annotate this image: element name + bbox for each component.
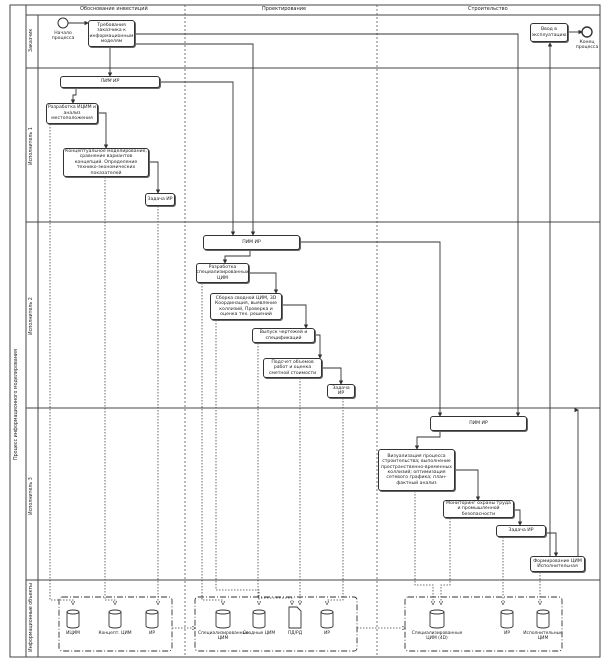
task-assembly-coordination[interactable]: Сборка сводной ЦИМ, 3D Координация, выяв… — [210, 293, 282, 320]
lane-executor-3: Исполнитель 3 — [29, 477, 34, 515]
sequence-flows — [68, 20, 583, 557]
phase-design: Проектирование — [262, 6, 307, 12]
task-ir-3[interactable]: Задача ИР — [496, 525, 546, 537]
task-drawings[interactable]: Выпуск чертежей и спецификаций — [252, 328, 315, 343]
data-store-icon — [320, 609, 334, 629]
start-event — [57, 17, 69, 29]
task-develop-icim[interactable]: Разработка ИЦИМ и анализ местоположения — [46, 103, 98, 124]
data-store-icon — [500, 609, 514, 629]
data-store-icon — [145, 609, 159, 629]
lane-customer: Заказчик — [29, 28, 34, 52]
phase-dividers — [184, 5, 378, 657]
start-event-label: Начало процесса — [51, 31, 75, 42]
lane-information-objects: Информационные объекты — [29, 583, 34, 652]
lane-executor-2: Исполнитель 2 — [29, 297, 34, 335]
task-ir-2[interactable]: Задача ИР — [327, 384, 355, 398]
object-specialized-cim-4d: Специализированные ЦИМ (4D) — [411, 631, 463, 642]
task-concept-modeling[interactable]: Концептуальное моделирование, сравнение … — [63, 148, 149, 177]
data-store-icon — [429, 609, 445, 629]
lane-executor-1: Исполнитель 1 — [29, 127, 34, 165]
task-pim-3[interactable]: ПИМ ИР — [430, 416, 527, 431]
data-store-icon — [536, 609, 550, 629]
task-commissioning[interactable]: Ввод в эксплуатацию — [530, 23, 568, 42]
end-event — [581, 26, 593, 38]
data-store-icon — [66, 609, 80, 629]
task-pim-1[interactable]: ПИМ ИР — [60, 76, 160, 88]
data-store-icon — [108, 609, 122, 629]
object-asbuilt-cim: Исполнительные ЦИМ — [523, 631, 563, 642]
task-estimate[interactable]: Подсчет объемов работ и оценка сметной с… — [263, 358, 322, 378]
data-store-icon — [215, 609, 231, 629]
task-visualization[interactable]: Визуализация процесса строительства; вып… — [378, 449, 455, 491]
phase-construction: Строительство — [468, 6, 508, 12]
data-associations — [49, 124, 540, 628]
pool-label: Процесс информационного моделирования — [14, 349, 19, 460]
object-ir-2: ИР — [324, 631, 330, 636]
task-safety-monitoring[interactable]: Мониторинг охраны труда и промышленной б… — [443, 500, 514, 518]
end-event-label: Конец процесса — [575, 40, 599, 51]
task-pim-2[interactable]: ПИМ ИР — [203, 235, 300, 250]
object-ir-1: ИР — [149, 631, 155, 636]
document-icon — [288, 606, 302, 629]
object-ir-3: ИР — [504, 631, 510, 636]
pool-frame — [9, 4, 601, 658]
object-groups — [58, 596, 563, 652]
task-ir-1[interactable]: Задача ИР — [145, 193, 175, 206]
task-customer-requirements[interactable]: Требования заказчика к информационным мо… — [88, 20, 135, 47]
object-concept-cim: Концепт. ЦИМ — [98, 631, 132, 636]
task-asbuilt-cim[interactable]: Формирование ЦИМ Исполнительная — [530, 556, 585, 572]
data-store-icons — [66, 606, 550, 629]
object-icim: ИЦИМ — [66, 631, 80, 636]
phase-investment: Обоснование инвестиций — [80, 6, 148, 12]
data-store-icon — [252, 609, 266, 629]
object-pd-rd: ПД/РД — [287, 631, 303, 636]
object-summary-cim: Сводные ЦИМ — [242, 631, 276, 636]
task-develop-specialized[interactable]: Разработка специализированных ЦИМ — [196, 263, 249, 283]
object-specialized-cim: Специализированные ЦИМ — [198, 631, 249, 642]
